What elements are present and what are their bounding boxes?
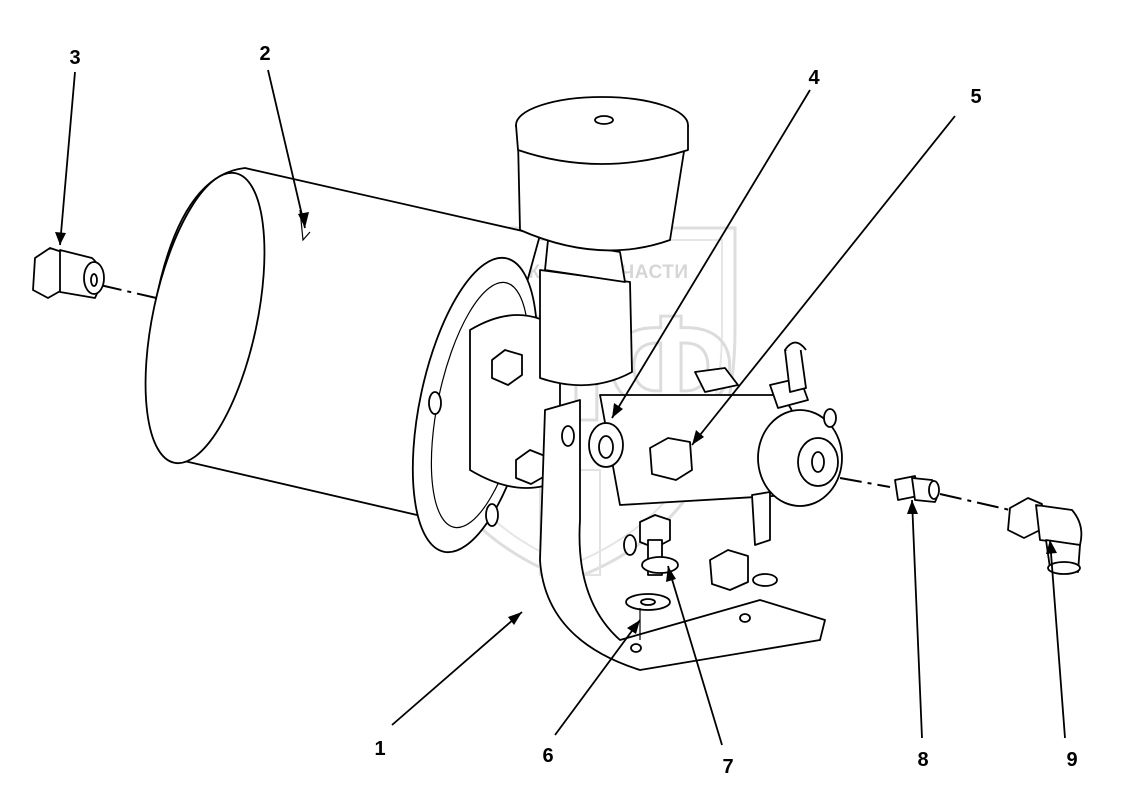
flange-bolts <box>491 349 546 485</box>
assembly-axis <box>99 284 1011 511</box>
callout-labels: 3 2 4 5 1 6 7 8 9 <box>69 43 1077 778</box>
callout-7: 7 <box>722 756 733 778</box>
callout-8: 8 <box>917 749 928 771</box>
callout-6: 6 <box>542 745 553 767</box>
arrow-6 <box>627 620 640 634</box>
arrow-2 <box>298 212 309 228</box>
callout-4: 4 <box>808 67 820 89</box>
arrow-3 <box>55 232 66 245</box>
part-1-bracket <box>539 399 826 671</box>
part-7-bolt <box>639 514 778 591</box>
part-8-fitting <box>894 475 940 503</box>
part-5-bolt <box>649 437 693 481</box>
callout-3: 3 <box>69 47 80 69</box>
arrow-5 <box>692 430 704 445</box>
part-9-elbow <box>1007 497 1083 575</box>
reservoir <box>515 96 689 387</box>
part-3-fitting <box>32 247 105 299</box>
arrow-4 <box>612 403 623 418</box>
part-4-washer <box>588 422 624 468</box>
arrow-7 <box>666 566 676 582</box>
callout-1: 1 <box>374 738 385 760</box>
part-6-washer <box>625 593 671 640</box>
arrow-9 <box>1046 540 1057 554</box>
leader-lines <box>55 69 1066 746</box>
callout-5: 5 <box>970 86 981 108</box>
arrow-8 <box>907 500 918 514</box>
callout-9: 9 <box>1066 749 1077 771</box>
callout-2: 2 <box>259 43 270 65</box>
valve-body <box>599 341 843 546</box>
flange-plate <box>411 256 561 554</box>
arrow-1 <box>508 612 522 625</box>
